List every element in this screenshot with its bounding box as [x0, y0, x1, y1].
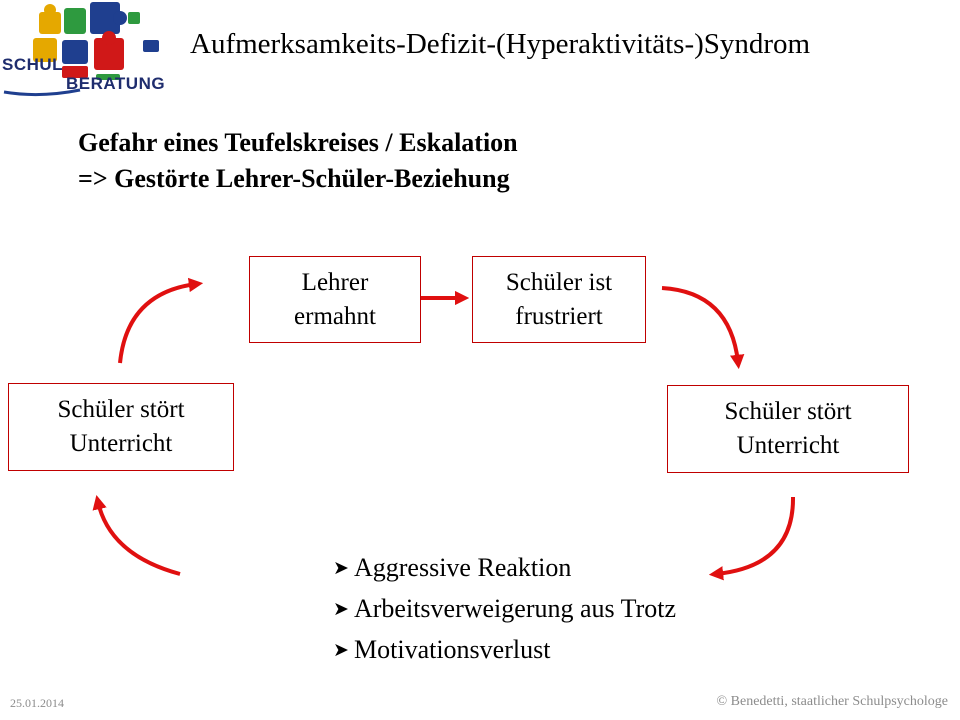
box-student-disturbs-right: Schüler stört Unterricht — [667, 385, 909, 473]
page-title: Aufmerksamkeits-Defizit-(Hyperaktivitäts… — [190, 28, 811, 60]
reaction-item-label: Arbeitsverweigerung aus Trotz — [354, 594, 677, 623]
reaction-item-label: Motivationsverlust — [354, 635, 551, 664]
arrow-disturbs-left-to-teacher — [118, 277, 204, 364]
reaction-item-label: Aggressive Reaktion — [354, 553, 572, 582]
box-frustrated-line-2: frustriert — [515, 302, 603, 330]
schulberatung-logo: SCHUL BERATUNG — [0, 0, 175, 100]
box-disturbs-right-line-1: Schüler stört — [724, 398, 852, 426]
box-frustrated-line-1: Schüler ist — [505, 268, 613, 296]
box-disturbs-left-line-1: Schüler stört — [57, 396, 185, 424]
arrow-reactions-to-disturbs-left — [92, 494, 181, 576]
box-disturbs-right-line-2: Unterricht — [736, 432, 840, 459]
arrow-frustrated-to-disturbs-right — [661, 286, 745, 370]
reaction-item: ➤Motivationsverlust — [333, 630, 676, 671]
reaction-item: ➤Aggressive Reaktion — [333, 548, 676, 589]
box-student-frustrated: Schüler ist frustriert — [472, 256, 646, 343]
box-disturbs-left-line-2: Unterricht — [69, 430, 173, 457]
logo-text-beratung: BERATUNG — [66, 74, 166, 93]
arrowhead-bullet-icon: ➤ — [333, 599, 349, 620]
reaction-list: ➤Aggressive Reaktion ➤Arbeitsverweigerun… — [333, 548, 676, 671]
box-teacher-admonishes: Lehrer ermahnt — [249, 256, 421, 343]
arrowhead-bullet-icon: ➤ — [333, 558, 349, 579]
reaction-item: ➤Arbeitsverweigerung aus Trotz — [333, 589, 676, 630]
arrow-disturbs-right-to-reactions — [708, 496, 796, 581]
subtitle-line-2: => Gestörte Lehrer-Schüler-Beziehung — [78, 164, 510, 193]
arrowhead-bullet-icon: ➤ — [333, 640, 349, 661]
puzzle-logo-icon — [3, 2, 159, 97]
subtitle-line-1: Gefahr eines Teufelskreises / Eskalation — [78, 128, 518, 157]
logo-text-schul: SCHUL — [2, 55, 64, 74]
box-teacher-line-1: Lehrer — [301, 268, 369, 296]
footer-copyright: © Benedetti, staatlicher Schulpsychologe — [716, 694, 948, 709]
box-student-disturbs-left: Schüler stört Unterricht — [8, 383, 234, 471]
box-teacher-line-2: ermahnt — [294, 302, 376, 330]
footer-date: 25.01.2014 — [10, 696, 64, 710]
